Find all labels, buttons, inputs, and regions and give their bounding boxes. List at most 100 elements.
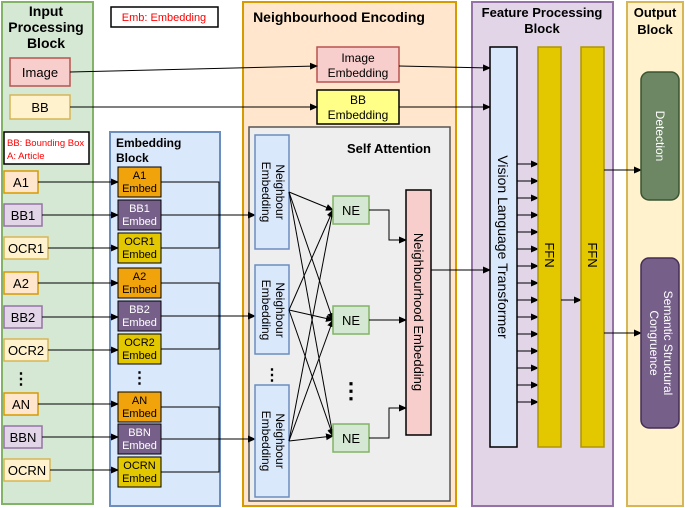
legend-bb-box: [3, 131, 90, 165]
input-item-label: BBN: [10, 430, 37, 445]
legend-emb: Emb: Embedding: [122, 12, 206, 24]
ffn-2-label: FFN: [585, 242, 600, 267]
embedding-block-title-line2: Block: [116, 151, 149, 165]
neighbour-embedding-1: Neighbour Embedding: [254, 134, 290, 250]
input-item-an: AN: [3, 392, 39, 416]
embed-ocrn: OCRN Embed: [117, 456, 162, 488]
arrow-image-embedding-to-vlt: [398, 64, 491, 72]
input-block-title-line2: Processing: [8, 19, 83, 35]
image-input: [9, 57, 71, 87]
input-item-bbn: BBN: [3, 425, 43, 449]
embed-label: A1: [133, 170, 146, 182]
input-block-title-line3: Block: [27, 35, 65, 51]
neighbourhood-block-title: Neighbourhood Encoding: [253, 9, 425, 25]
input-item-label: A1: [13, 175, 29, 190]
embed-label: Embed: [122, 317, 157, 329]
ne-label: NE: [342, 203, 360, 218]
input-item-bb2: BB2: [3, 305, 43, 329]
neighbour-embedding-line2: Embedding: [259, 162, 273, 223]
embed-label: Embed: [122, 473, 157, 485]
ne-box-3: NE: [332, 423, 370, 453]
input-item-label: OCR2: [8, 343, 44, 358]
embed-label: BBN: [128, 427, 151, 439]
input-item-ocr2: OCR2: [3, 338, 49, 362]
embed-label: OCR2: [124, 337, 155, 349]
feature-block-title-line1: Feature Processing: [482, 5, 603, 20]
ne-label: NE: [342, 313, 360, 328]
input-item-label: OCRN: [8, 463, 46, 478]
input-item-label: A2: [13, 276, 29, 291]
ne-to-nbh-arrows: [369, 209, 407, 439]
image-input-label: Image: [22, 65, 58, 80]
arrow-image-to-embedding: [69, 62, 318, 73]
image-embedding-line2: Embedding: [328, 66, 389, 80]
neighbour-embedding-3: Neighbour Embedding: [254, 384, 290, 498]
embed-a1: A1 Embed: [117, 166, 162, 198]
ne-label: NE: [342, 431, 360, 446]
output-block-title-line2: Block: [637, 22, 673, 37]
embed-label: OCRN: [123, 460, 155, 472]
embed-ocr2: OCR2 Embed: [117, 333, 162, 365]
embedding-block-title-line1: Embedding: [116, 136, 181, 150]
ffn-1-label: FFN: [542, 242, 557, 267]
neighbour-embedding-line1: Neighbour: [273, 413, 287, 468]
input-item-a1: A1: [3, 170, 39, 194]
legend-emb-box: [110, 6, 219, 28]
input-to-embed-arrows: [38, 178, 119, 474]
input-item-label: BB1: [11, 208, 36, 223]
ffn-2: FFN: [580, 46, 605, 448]
input-block-title-line1: Input: [29, 3, 64, 19]
neighbour-embedding-dots: ⋮: [264, 367, 280, 384]
ne-box-1: NE: [332, 195, 370, 225]
input-item-bb1: BB1: [3, 203, 43, 227]
embed-ocr1: OCR1 Embed: [117, 232, 162, 264]
vlt-to-ffn-arrows: [517, 160, 539, 406]
embed-bb2: BB2 Embed: [117, 300, 162, 332]
ffn-1: FFN: [537, 46, 562, 448]
ne-box-2: NE: [332, 305, 370, 335]
legend-bb: BB: Bounding Box: [7, 138, 84, 149]
embed-merge-lines: [161, 181, 256, 473]
feature-block-title-line2: Block: [524, 21, 560, 36]
neighbour-embedding-line1: Neighbour: [273, 282, 287, 337]
embed-label: Embed: [122, 216, 157, 228]
ssc-output: Semantic Structural Congruence: [640, 257, 680, 429]
embed-an: AN Embed: [117, 391, 162, 423]
neighbourhood-embedding-label: Neighbourhood Embedding: [411, 233, 426, 391]
embed-label: BB1: [129, 203, 150, 215]
detection-output: Detection: [640, 71, 680, 201]
legend-article: A: Article: [7, 151, 45, 162]
embed-label: Embed: [122, 183, 157, 195]
neighbour-embedding-line2: Embedding: [259, 280, 273, 341]
input-item-label: BB2: [11, 310, 36, 325]
embed-label: AN: [132, 395, 147, 407]
self-attention-title: Self Attention: [347, 141, 431, 156]
input-dots: ⋮: [13, 371, 29, 388]
detection-label: Detection: [653, 111, 667, 162]
vision-language-transformer: Vision Language Transformer: [489, 46, 518, 448]
bb-embedding-line1: BB: [350, 93, 366, 107]
ssc-label-line1: Semantic Structural: [661, 291, 675, 396]
input-item-label: AN: [12, 397, 30, 412]
embed-label: Embed: [122, 408, 157, 420]
embed-label: OCR1: [124, 236, 155, 248]
bb-input-label: BB: [31, 100, 48, 115]
attention-crossing-lines: [288, 191, 336, 442]
input-item-ocrn: OCRN: [3, 458, 51, 482]
embed-a2: A2 Embed: [117, 267, 162, 299]
ne-dots: ⋮: [340, 378, 362, 403]
neighbour-embedding-2: Neighbour Embedding: [254, 264, 290, 355]
ssc-label-line2: Congruence: [647, 310, 661, 376]
neighbour-embedding-line2: Embedding: [259, 411, 273, 472]
input-item-a2: A2: [3, 271, 39, 295]
output-block-title-line1: Output: [634, 5, 677, 20]
input-item-ocr1: OCR1: [3, 236, 49, 260]
bb-embedding-line2: Embedding: [328, 108, 389, 122]
embed-bbn: BBN Embed: [117, 423, 162, 455]
vlt-label: Vision Language Transformer: [495, 155, 511, 339]
embed-label: A2: [133, 271, 146, 283]
embed-label: Embed: [122, 350, 157, 362]
neighbour-embedding-line1: Neighbour: [273, 164, 287, 219]
embed-bb1: BB1 Embed: [117, 199, 162, 231]
